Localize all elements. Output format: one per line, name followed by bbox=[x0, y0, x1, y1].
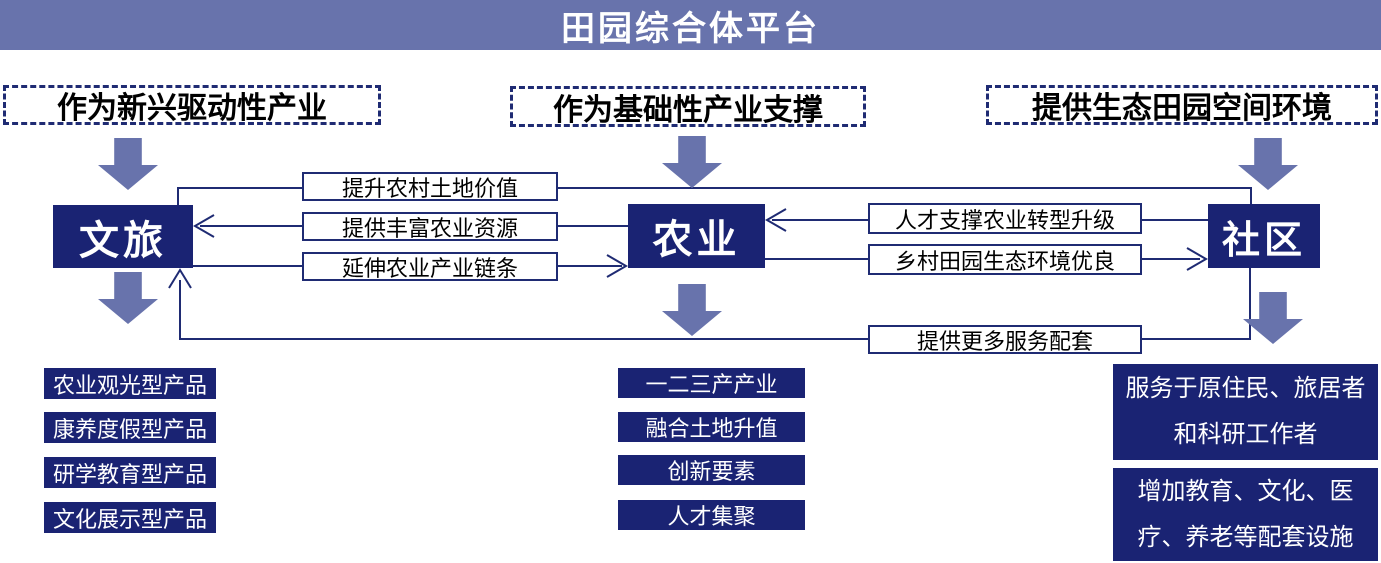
node-agriculture: 农业 bbox=[628, 204, 765, 268]
list-item-serve-residents: 服务于原住民、旅居者和科研工作者 bbox=[1113, 364, 1378, 460]
chip-label: 融合土地升值 bbox=[645, 416, 778, 441]
arrowhead-left-into-wenlv bbox=[193, 214, 215, 238]
list-item-agri-sightseeing: 农业观光型产品 bbox=[44, 368, 216, 399]
node-community: 社区 bbox=[1208, 204, 1320, 268]
list-item-add-facilities: 增加教育、文化、医疗、养老等配套设施 bbox=[1113, 468, 1378, 561]
list-item-talent-gathering: 人才集聚 bbox=[618, 500, 805, 530]
node-culture-tourism: 文旅 bbox=[53, 205, 193, 268]
page-title: 田园综合体平台 bbox=[561, 9, 820, 48]
chip-label: 研学教育型产品 bbox=[52, 461, 207, 487]
arrowhead-left-into-nongye bbox=[765, 208, 787, 232]
connector-label-rich-agri-resources: 提供丰富农业资源 bbox=[302, 212, 558, 241]
list-item-three-industries: 一二三产产业 bbox=[618, 368, 805, 398]
connector-label-talent-support: 人才支撑农业转型升级 bbox=[868, 203, 1142, 234]
chip-label: 增加教育、文化、医疗、养老等配套设施 bbox=[1137, 477, 1354, 551]
connector-label-text: 延伸农业产业链条 bbox=[341, 255, 518, 281]
list-item-culture-exhibition: 文化展示型产品 bbox=[44, 502, 216, 533]
connector-label-text: 人才支撑农业转型升级 bbox=[894, 207, 1115, 233]
list-item-land-appreciation: 融合土地升值 bbox=[618, 412, 805, 442]
connector-label-text: 乡村田园生态环境优良 bbox=[894, 248, 1115, 274]
top-box-basic-industry: 作为基础性产业支撑 bbox=[510, 86, 866, 127]
connector-label-text: 提供丰富农业资源 bbox=[341, 215, 518, 241]
title-banner: 田园综合体平台 bbox=[0, 0, 1381, 50]
connector-more-services bbox=[179, 268, 1251, 340]
chip-label: 文化展示型产品 bbox=[52, 506, 207, 532]
connector-label-text: 提供更多服务配套 bbox=[916, 328, 1093, 354]
list-item-innovation-factors: 创新要素 bbox=[618, 455, 805, 485]
connector-label-text: 提升农村土地价值 bbox=[341, 175, 518, 201]
list-item-wellness-resort: 康养度假型产品 bbox=[44, 412, 216, 443]
node-center-label: 农业 bbox=[652, 218, 741, 262]
arrowhead-right-into-shequ bbox=[1186, 247, 1208, 271]
connector-label-extend-agri-chain: 延伸农业产业链条 bbox=[302, 252, 558, 281]
chip-label: 服务于原住民、旅居者和科研工作者 bbox=[1125, 375, 1366, 448]
arrowhead-up-into-wenlv bbox=[168, 268, 192, 289]
top-box-right-label: 提供生态田园空间环境 bbox=[1032, 92, 1332, 125]
chip-label: 创新要素 bbox=[667, 459, 756, 484]
top-box-center-label: 作为基础性产业支撑 bbox=[553, 93, 823, 127]
top-box-eco-space: 提供生态田园空间环境 bbox=[986, 85, 1378, 125]
node-left-label: 文旅 bbox=[79, 218, 167, 263]
chip-label: 康养度假型产品 bbox=[52, 416, 207, 442]
arrowhead-right-into-nongye bbox=[606, 254, 628, 278]
node-right-label: 社区 bbox=[1221, 219, 1306, 262]
top-box-left-label: 作为新兴驱动性产业 bbox=[57, 92, 327, 125]
chip-label: 人才集聚 bbox=[667, 504, 756, 529]
top-box-driving-industry: 作为新兴驱动性产业 bbox=[3, 85, 381, 125]
chip-label: 一二三产产业 bbox=[645, 372, 778, 397]
connector-label-more-services: 提供更多服务配套 bbox=[868, 325, 1142, 354]
chip-label: 农业观光型产品 bbox=[52, 372, 207, 398]
connector-label-raise-land-value: 提升农村土地价值 bbox=[302, 172, 558, 201]
list-item-study-education: 研学教育型产品 bbox=[44, 457, 216, 488]
connector-raise-land-value bbox=[177, 187, 1252, 205]
connector-label-rural-eco-env: 乡村田园生态环境优良 bbox=[868, 244, 1142, 275]
